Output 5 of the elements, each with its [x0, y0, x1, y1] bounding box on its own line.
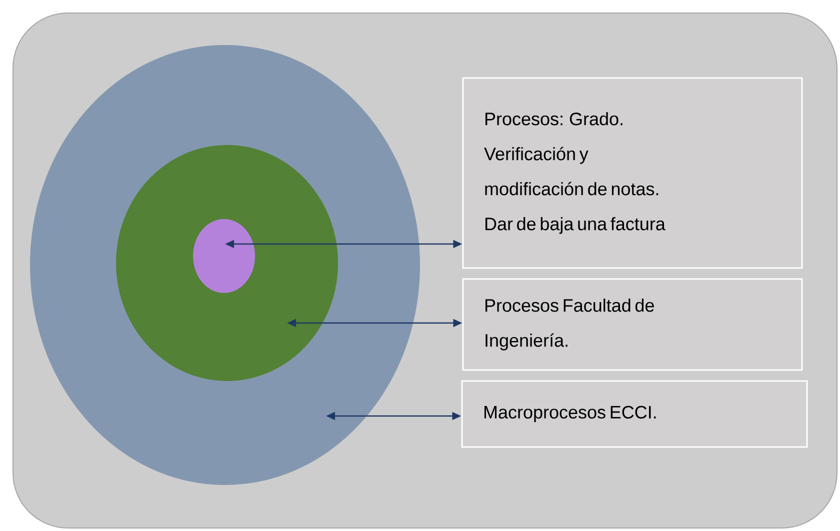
ellipse-shape [116, 145, 338, 381]
text-box: Procesos: Grado. Verificación y modificación de notas. Dar de baja una factura [462, 77, 803, 269]
text-box: Macroprocesos ECCI. [461, 380, 808, 448]
ellipse-shape [193, 219, 255, 293]
text-box: Procesos Facultad de Ingeniería. [462, 278, 803, 371]
